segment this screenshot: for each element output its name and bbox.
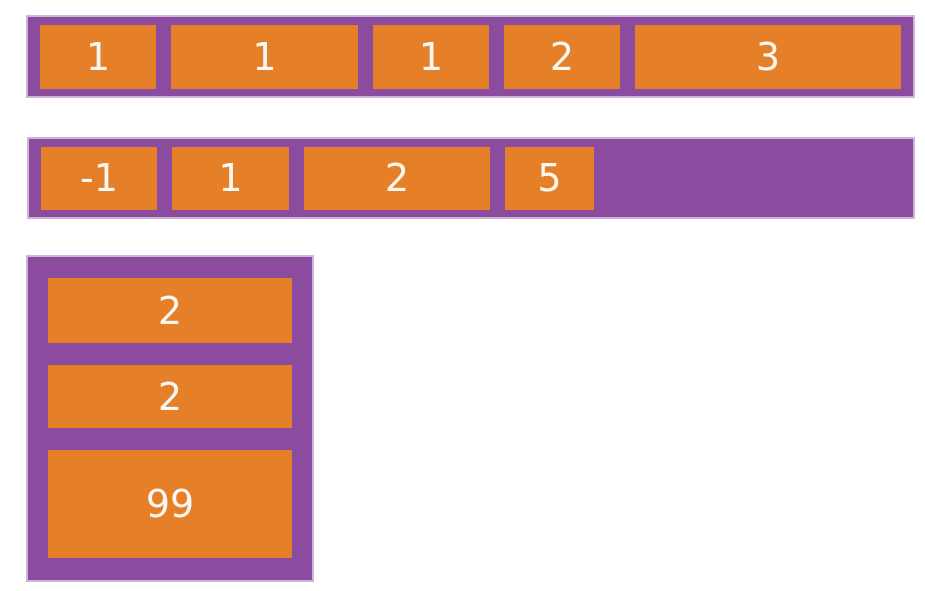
flex-item: 2: [304, 146, 490, 210]
flex-item: -1: [41, 146, 157, 210]
flex-item: 2: [504, 24, 620, 89]
flex-item: 3: [635, 24, 901, 89]
flex-item: 5: [505, 146, 594, 210]
flex-item: 2: [48, 278, 292, 343]
flex-item: 1: [172, 146, 289, 210]
flex-item: 1: [40, 24, 156, 89]
flex-item: 1: [171, 24, 358, 89]
flex-item: 2: [48, 365, 292, 428]
flex-container-row-2: -1 1 2 5: [27, 137, 915, 219]
flex-container-row-1: 1 1 1 2 3: [26, 15, 915, 98]
flex-container-column: 2 2 99: [26, 255, 314, 582]
flex-item: 99: [48, 450, 292, 558]
flex-item: 1: [373, 24, 489, 89]
